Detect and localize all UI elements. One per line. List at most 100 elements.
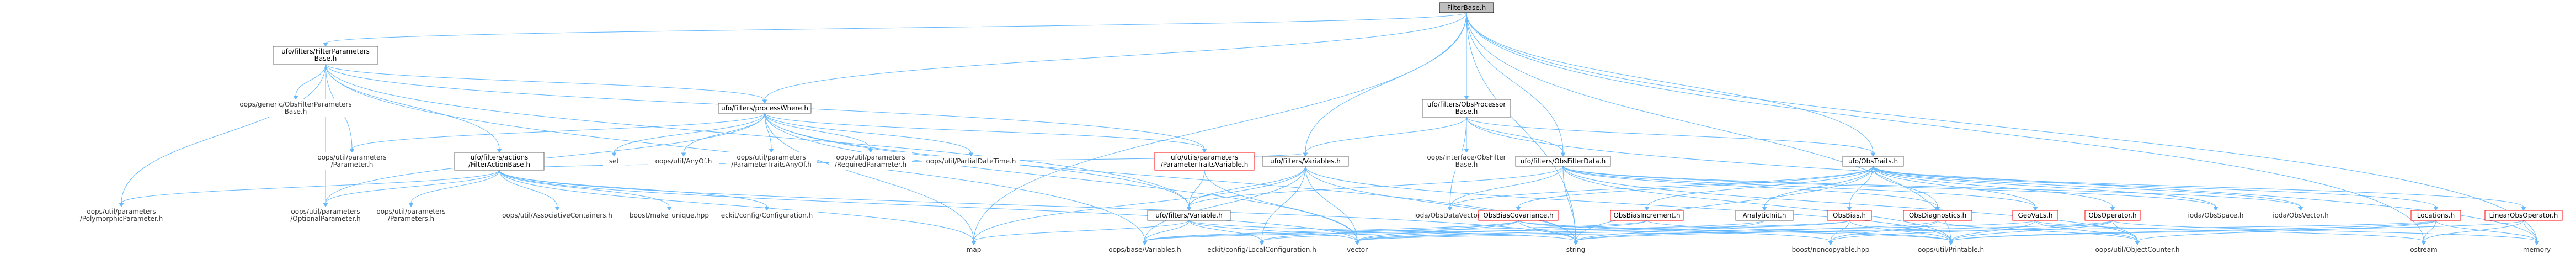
edge-filterparams-to-processwhere xyxy=(325,64,765,101)
node-label-requiredparam-1: /RequiredParameter.h xyxy=(835,161,906,168)
node-actions[interactable]: ufo/filters/actions/FilterActionBase.h xyxy=(454,152,545,171)
node-label-configuration-0: eckit/config/Configuration.h xyxy=(721,212,813,219)
node-label-obsfilterparams-1: Base.h xyxy=(285,108,307,115)
node-box-objectcounter xyxy=(2094,245,2181,255)
node-string: string xyxy=(1561,245,1590,255)
node-label-interfaceobsfilter-1: Base.h xyxy=(1455,161,1478,168)
edge-variables-to-map xyxy=(973,166,1306,242)
node-box-obsfilterdata xyxy=(1515,156,1611,167)
node-label-paramtraitsvar-0: ufo/utils/parameters xyxy=(1171,154,1238,161)
node-partialdatetime: oops/util/PartialDateTime.h xyxy=(922,156,1020,166)
edge-filterbase-to-obsfilterdata xyxy=(1466,12,1564,154)
nodes-layer: FilterBase.h ufo/filters/FilterParameters… xyxy=(72,2,2563,255)
node-anyof: oops/util/AnyOf.h xyxy=(648,156,719,166)
node-label-paramtraitsanyof-0: oops/util/parameters xyxy=(737,154,806,161)
node-box-optionalparam xyxy=(281,207,370,224)
node-label-oopsvariables-0: oops/base/Variables.h xyxy=(1108,246,1181,253)
node-obsvector: ioda/ObsVector.h xyxy=(2270,210,2331,220)
arrowhead-obstraits-to-obsoperator xyxy=(2110,207,2115,211)
edge-processwhere-to-parameterh xyxy=(351,113,765,150)
edge-filterbase-to-map xyxy=(973,12,1467,242)
edge-obsfilterdata-to-obsdiagnostics xyxy=(1562,166,1938,208)
arrowhead-processwhere-to-parameterh xyxy=(349,149,355,153)
arrowhead-filterparams-to-obsfilterparams xyxy=(293,96,298,100)
edge-obsfilterdata-to-obsvector xyxy=(1562,166,2301,208)
node-label-vector-0: vector xyxy=(1347,246,1368,253)
node-box-string xyxy=(1561,245,1590,255)
arrowhead-processwhere-to-partialdatetime xyxy=(968,152,974,157)
node-requiredparam: oops/util/parameters/RequiredParameter.h xyxy=(829,152,912,170)
node-label-noncopyable-0: boost/noncopyable.hpp xyxy=(1792,246,1870,253)
node-analyticinit[interactable]: AnalyticInit.h xyxy=(1735,210,1794,221)
edge-biascovariance-to-vector xyxy=(1357,220,1519,242)
node-paramtraitsvar[interactable]: ufo/utils/parameters/ParameterTraitsVari… xyxy=(1154,152,1255,171)
edge-actions-to-polymorphicparam xyxy=(121,170,500,204)
edge-obsfilterdata-to-variable xyxy=(1188,166,1564,208)
arrowhead-obstraits-to-obsspace xyxy=(2213,207,2218,211)
arrowhead-obstraits-to-obsvector xyxy=(2298,207,2303,211)
edge-locations-to-memory xyxy=(2435,220,2537,242)
edge-analyticinit-to-string xyxy=(1575,220,1765,242)
edge-locations-to-printable xyxy=(1950,220,2436,242)
node-label-map-0: map xyxy=(967,246,982,253)
edge-obsoperator-to-string xyxy=(1575,220,2113,242)
node-biascovariance[interactable]: ObsBiasCovariance.h xyxy=(1478,210,1559,221)
edge-obsfilterdata-to-datavector xyxy=(1449,166,1564,208)
edge-filterbase-to-filterparams xyxy=(325,12,1467,44)
edge-obstraits-to-linearobsop xyxy=(1873,166,2524,208)
node-processwhere[interactable]: ufo/filters/processWhere.h xyxy=(718,103,812,114)
node-filterbase[interactable]: FilterBase.h xyxy=(1439,2,1494,13)
node-obsfilterdata[interactable]: ufo/filters/ObsFilterData.h xyxy=(1515,156,1611,167)
arrowhead-processwhere-to-anyof xyxy=(681,152,686,157)
edge-obsprocessor-to-obstraits xyxy=(1466,117,1874,154)
node-box-obsbias xyxy=(1827,210,1872,221)
node-variable[interactable]: ufo/filters/Variable.h xyxy=(1147,210,1231,221)
node-obsdiagnostics[interactable]: ObsDiagnostics.h xyxy=(1903,210,1972,221)
edge-filterparams-to-polymorphicparam xyxy=(121,64,326,204)
edge-obsdiagnostics-to-objectcounter xyxy=(1937,220,2138,242)
arrowhead-actions-to-variables xyxy=(1303,152,1308,157)
node-variables[interactable]: ufo/filters/Variables.h xyxy=(1262,156,1349,167)
edge-obstraits-to-geovals xyxy=(1873,166,2036,208)
edge-obsoperator-to-memory xyxy=(2112,220,2537,242)
node-obsoperator[interactable]: ObsOperator.h xyxy=(2084,210,2141,221)
node-biasincrement[interactable]: ObsBiasIncrement.h xyxy=(1610,210,1684,221)
arrowhead-linearobsop-to-ostream xyxy=(2421,241,2426,245)
edge-processwhere-to-set xyxy=(614,113,765,154)
edge-biascovariance-to-printable xyxy=(1518,220,1951,242)
edge-obstraits-to-obsoperator xyxy=(1873,166,2113,208)
node-parameterh: oops/util/parameters/Parameter.h xyxy=(317,152,387,170)
node-box-oopsvariables xyxy=(1106,245,1183,255)
node-label-obsvector-0: ioda/ObsVector.h xyxy=(2273,212,2329,219)
edge-processwhere-to-optionalparam xyxy=(325,113,765,204)
node-label-makeunique-0: boost/make_unique.hpp xyxy=(630,212,709,219)
node-box-parameterh xyxy=(317,152,387,170)
edge-filterbase-to-processwhere xyxy=(764,12,1467,101)
node-label-parametersh-0: oops/util/parameters xyxy=(376,208,445,215)
node-noncopyable: boost/noncopyable.hpp xyxy=(1790,245,1871,255)
arrowhead-actions-to-configuration xyxy=(764,207,770,211)
node-geovals[interactable]: GeoVaLs.h xyxy=(2012,210,2058,221)
edge-variable-to-localconfig xyxy=(1188,220,1262,242)
node-obsbias[interactable]: ObsBias.h xyxy=(1827,210,1872,221)
node-box-anyof xyxy=(648,156,719,166)
node-assoccontainers: oops/util/AssociativeContainers.h xyxy=(500,210,614,220)
node-label-locations-0: Locations.h xyxy=(2417,212,2455,219)
arrowhead-variable-to-map xyxy=(971,241,977,245)
node-obstraits[interactable]: ufo/ObsTraits.h xyxy=(1842,156,1904,167)
arrowhead-obsoperator-to-noncopyable xyxy=(1828,241,1833,245)
node-locations[interactable]: Locations.h xyxy=(2410,210,2461,221)
node-polymorphicparam: oops/util/parameters/PolymorphicParamete… xyxy=(72,207,170,224)
edge-actions-to-vector xyxy=(499,170,1358,242)
node-label-memory-0: memory xyxy=(2523,246,2551,253)
node-linearobsop[interactable]: LinearObsOperator.h xyxy=(2484,210,2563,221)
edge-obstraits-to-biascovariance xyxy=(1518,166,1874,208)
edge-locations-to-ostream xyxy=(2423,220,2436,242)
edge-biascovariance-to-oopsvariables xyxy=(1144,220,1519,242)
node-box-ostream xyxy=(2406,245,2442,255)
node-map: map xyxy=(961,245,986,255)
node-makeunique: boost/make_unique.hpp xyxy=(628,210,711,220)
arrowhead-filterbase-to-filterparams xyxy=(323,43,328,47)
